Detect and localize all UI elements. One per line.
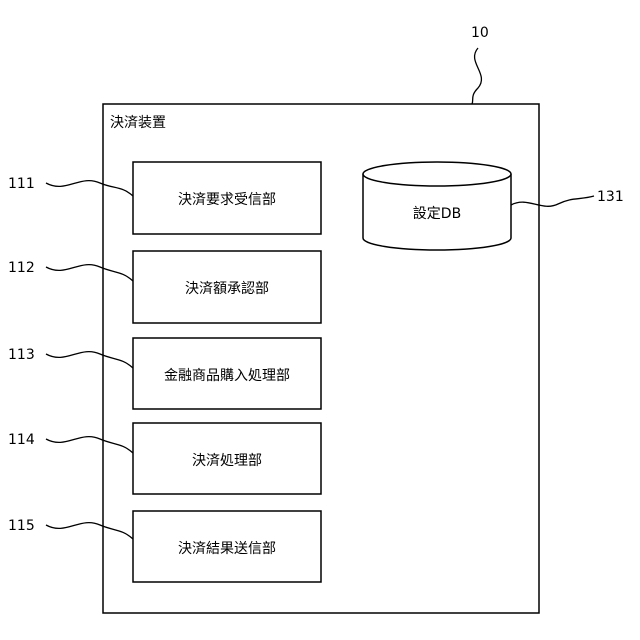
module-114: 決済処理部 114 — [8, 423, 321, 494]
module-ref-number: 115 — [8, 518, 35, 534]
module-113: 金融商品購入処理部 113 — [8, 338, 321, 409]
database-top — [363, 162, 511, 186]
database-label: 設定DB — [413, 206, 461, 222]
module-label: 金融商品購入処理部 — [164, 368, 290, 384]
device-title: 決済装置 — [110, 115, 166, 131]
module-label: 決済結果送信部 — [178, 541, 276, 557]
module-115: 決済結果送信部 115 — [8, 511, 321, 582]
module-label: 決済額承認部 — [185, 281, 269, 297]
device-leader-line — [472, 48, 481, 104]
module-ref-number: 111 — [8, 176, 35, 192]
module-112: 決済額承認部 112 — [8, 251, 321, 323]
device-ref-number: 10 — [471, 25, 489, 41]
settings-database: 設定DB 131 — [363, 162, 624, 250]
module-ref-number: 114 — [8, 432, 35, 448]
module-ref-number: 113 — [8, 347, 35, 363]
module-label: 決済処理部 — [192, 453, 262, 469]
database-ref-number: 131 — [597, 189, 624, 205]
module-label: 決済要求受信部 — [178, 192, 276, 208]
module-111: 決済要求受信部 111 — [8, 162, 321, 234]
module-ref-number: 112 — [8, 260, 35, 276]
